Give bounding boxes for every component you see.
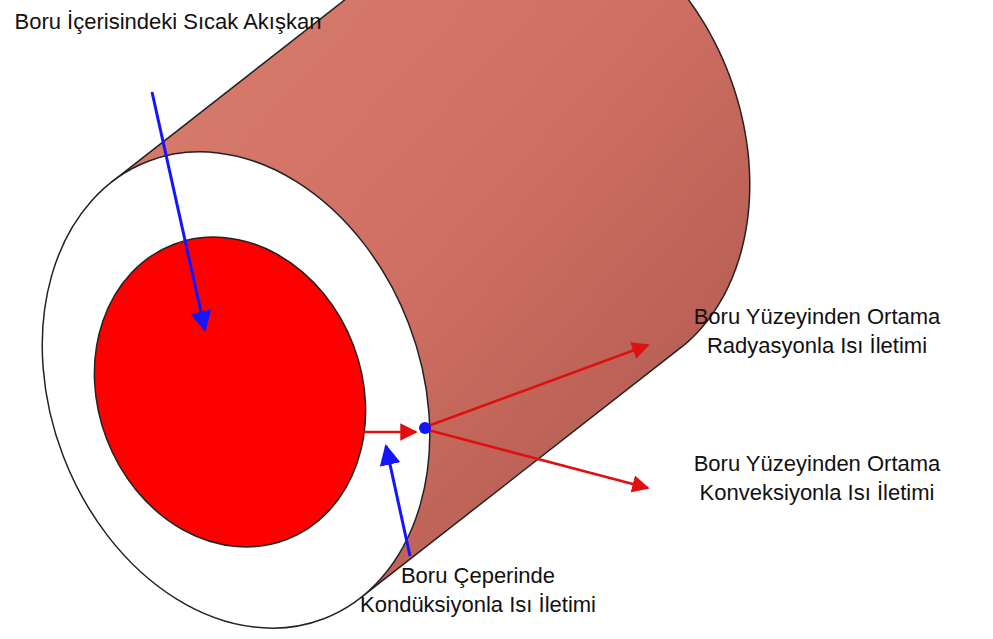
convection-arrow [428,430,648,488]
leader-arrow [386,446,410,556]
radiation-arrow [428,345,648,426]
callout-label: Boru Çeperinde Kondüksiyonla Isı İletimi [328,562,628,619]
leader-arrow [152,92,205,330]
pipe-wall-face [0,95,497,639]
hot-fluid [50,197,410,587]
callout-label: Boru Yüzeyinden Ortama Konveksiyonla Isı… [652,450,982,507]
surface-point [419,422,431,434]
callout-label: Boru İçerisindeki Sıcak Akışkan [12,8,324,37]
callout-label: Boru Yüzeyinden Ortama Radyasyonla Isı İ… [652,303,982,360]
pipe-body [0,0,750,639]
conduction-arrow [362,431,416,434]
